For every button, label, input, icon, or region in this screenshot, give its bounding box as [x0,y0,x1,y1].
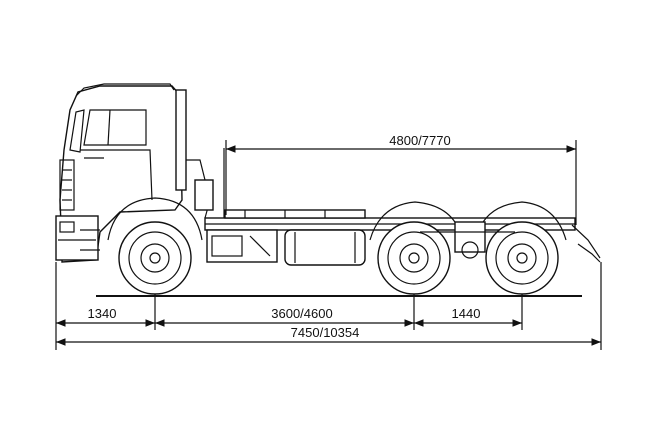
dim-label-front-overhang: 1340 [88,306,117,321]
tow-hitch [571,224,601,263]
fuel-tank [284,229,366,266]
bogie-suspension [420,221,515,259]
air-intake [175,89,214,219]
front-wheel [118,221,192,295]
dim-label-overall: 7450/10354 [291,325,360,340]
dim-label-bogie: 1440 [452,306,481,321]
rear-wheel-1 [377,221,451,295]
rear-fender-2 [477,201,567,241]
dim-label-frame: 4800/7770 [389,133,450,148]
dim-label-wheelbase: 3600/4600 [271,306,332,321]
rear-fender-1 [369,201,461,241]
front-fender [107,197,203,241]
battery-box [206,229,278,263]
rear-wheel-2 [485,221,559,295]
